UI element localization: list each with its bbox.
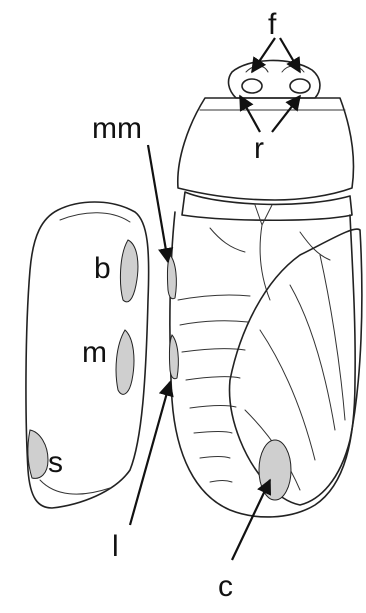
arrow-r-left <box>240 96 260 132</box>
patch-l <box>169 335 178 379</box>
patch-s <box>28 430 48 478</box>
arrow-c <box>232 480 270 560</box>
arrow-r-right <box>272 96 300 132</box>
arrow-l <box>130 382 170 525</box>
label-l: l <box>112 530 119 563</box>
label-s: s <box>48 446 63 479</box>
beetle-body <box>167 60 361 517</box>
label-r: r <box>254 132 264 165</box>
label-mm: mm <box>92 112 142 145</box>
label-f: f <box>268 8 277 41</box>
arrow-mm <box>148 145 168 262</box>
label-c: c <box>218 570 233 603</box>
label-b: b <box>94 252 111 285</box>
patch-b <box>120 240 137 302</box>
label-m: m <box>82 336 107 369</box>
patch-m <box>116 330 134 394</box>
arrow-f-right <box>280 38 300 72</box>
